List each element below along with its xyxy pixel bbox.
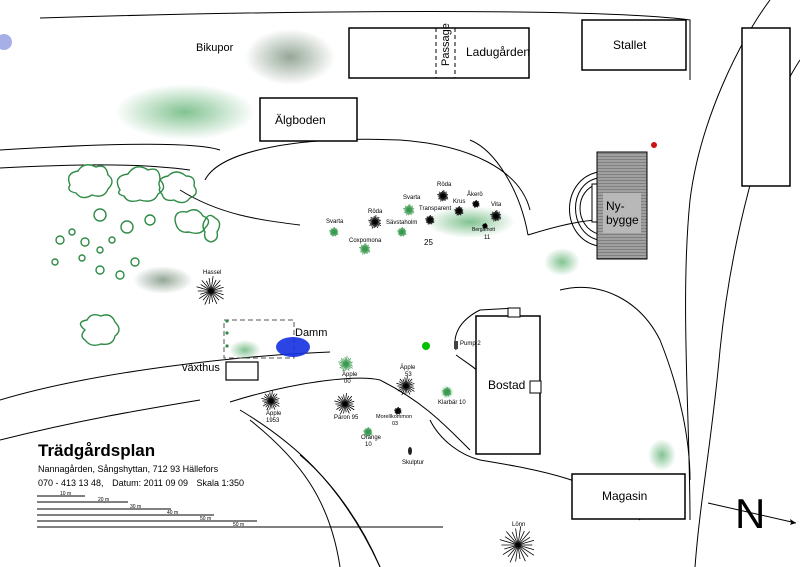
starburst-trees: [196, 190, 535, 563]
building-stallet: [581, 19, 687, 71]
tree-morello-icon: [394, 406, 402, 415]
scalebar-label-50a: 50 m: [200, 516, 211, 522]
skulptur-icon: [408, 447, 412, 455]
outlined-trees: [51, 164, 221, 347]
tree-akero-icon: [472, 199, 480, 208]
tree-label-vita: Vita: [491, 202, 502, 208]
pump-icon: [454, 341, 458, 349]
tree-lonn-icon: [499, 526, 535, 563]
building-algboden: [259, 97, 358, 142]
corner-blob: [0, 34, 12, 50]
tree-label-skulptur: Skulptur: [402, 460, 424, 466]
red-marker: [651, 142, 657, 148]
tree-label-coxpomona: Coxpomona: [349, 238, 382, 244]
pond: [276, 337, 310, 357]
tree-label-roda1: Röda: [368, 209, 383, 215]
tree-label-krus: Krus: [453, 199, 465, 205]
north-label: N: [735, 490, 765, 537]
tree-transparent-icon: [425, 215, 435, 225]
plan-scale: Skala 1:350: [196, 478, 245, 488]
tree-svarta1-icon: [329, 227, 339, 237]
tree-orange-icon: [363, 427, 373, 437]
magasin-label: Magasin: [602, 489, 647, 503]
tree-label-akero: Åkerö: [467, 191, 483, 198]
tree-paron95-icon: [334, 393, 355, 415]
tree-apple00-icon: [338, 356, 353, 372]
tree-vita-icon: [490, 210, 502, 222]
tree-coxpomona-icon: [359, 243, 371, 255]
tree-label-paron95: Päron 95: [334, 415, 359, 421]
passage-label: Passage: [440, 23, 452, 66]
hassel-shrub: [133, 266, 193, 294]
building-vaxthus: [225, 361, 259, 381]
tree-label-25: 25: [424, 238, 433, 247]
tree-krus-icon: [454, 206, 464, 216]
scalebar-label-40: 40 m: [167, 510, 178, 516]
stallet-label: Stallet: [613, 38, 647, 52]
tree-label-svarta1: Svarta: [326, 219, 344, 225]
tree-label-berg: Bergamott: [472, 227, 496, 233]
tree-apple1953-icon: [261, 391, 280, 411]
building-bostad: [475, 307, 542, 455]
tree-apple53-icon: [396, 376, 415, 396]
tree-svarta2-icon: [403, 204, 415, 216]
bikupor-label: Bikupor: [196, 42, 234, 54]
tree-klarbar-icon: [442, 387, 452, 397]
green-hedge-shrub: [115, 84, 255, 140]
building-magasin: [571, 473, 686, 520]
scalebar-label-20: 20 m: [98, 497, 109, 503]
tree-roda2-icon: [437, 190, 449, 202]
tree-label-lonn: Lönn: [512, 522, 525, 528]
damm-label: Damm: [295, 327, 327, 339]
building-ladugarden: [348, 27, 530, 79]
scalebar-label-10: 10 m: [60, 491, 71, 497]
tree-label-11: 11: [484, 235, 491, 241]
ladugarden-label: Ladugården: [466, 45, 530, 59]
plan-address: Nannagården, Sångshyttan, 712 93 Hällefo…: [38, 464, 219, 474]
vaxthus-label: växthus: [182, 362, 220, 374]
tree-savstaholm-icon: [397, 227, 407, 237]
tree-label-savstaholm: Sävstaholm: [386, 220, 417, 226]
building-nybygge: [569, 151, 648, 260]
plan-phone: 070 - 413 13 48,: [38, 478, 104, 488]
north-arrow: [707, 502, 797, 525]
tree-label-transparent: Transparent: [419, 206, 451, 212]
building-right-strip: [741, 27, 791, 187]
nybygge-shrub: [544, 248, 580, 276]
pump-label: Pump 2: [460, 341, 481, 347]
scalebar-label-50b: 50 m: [233, 522, 244, 528]
scale-bars: [37, 495, 443, 528]
bikupor-shrub: [245, 29, 335, 85]
tree-bergamott-icon: [481, 222, 488, 229]
damm-shrub: [229, 340, 261, 360]
tree-roda1-icon: [368, 215, 382, 229]
nybygge-label: Ny- bygge: [606, 199, 639, 227]
plan-contact: 070 - 413 13 48, Datum: 2011 09 09 Skala…: [38, 478, 250, 488]
tree-label-klarbar: Klarbär 10: [438, 400, 466, 406]
plan-title: Trädgårdsplan: [38, 441, 156, 460]
tree-label-roda2: Röda: [437, 182, 452, 188]
hassel-label: Hassel: [203, 270, 221, 276]
magasin-shrub: [648, 439, 676, 471]
green-dot: [422, 342, 430, 350]
scalebar-label-30: 30 m: [130, 504, 141, 510]
bostad-label: Bostad: [488, 378, 525, 392]
tree-hassel-icon: [196, 276, 224, 305]
tree-label-svarta2: Svarta: [403, 195, 421, 201]
algboden-label: Älgboden: [275, 113, 326, 127]
plan-date: Datum: 2011 09 09: [112, 478, 188, 488]
